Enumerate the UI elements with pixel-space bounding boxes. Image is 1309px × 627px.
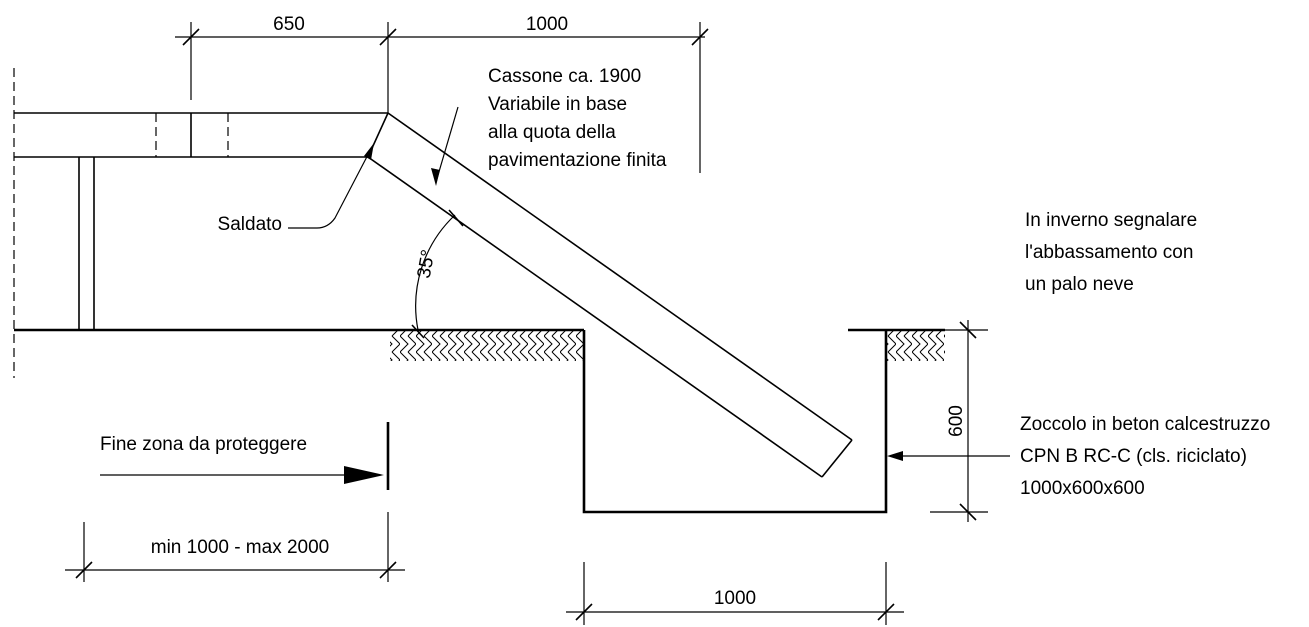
dimension-650: 650: [175, 14, 705, 113]
dimension-1000-bottom-label: 1000: [714, 588, 756, 609]
zoccolo-note: Zoccolo in beton calcestruzzo CPN B RC-C…: [1020, 414, 1270, 499]
winter-line-3: un palo neve: [1025, 274, 1134, 295]
zoccolo-line-2: CPN B RC-C (cls. riciclato): [1020, 446, 1247, 467]
dimension-600: 600: [930, 320, 988, 522]
end-zone-marker: Fine zona da proteggere: [100, 422, 390, 490]
zoccolo-line-3: 1000x600x600: [1020, 478, 1145, 499]
dimension-1000-bottom: 1000: [566, 562, 904, 625]
cassone-line-2: Variabile in base: [488, 94, 627, 115]
concrete-footing: [582, 330, 888, 514]
dimension-1000-top-label: 1000: [526, 14, 568, 35]
horizontal-beam: [14, 112, 388, 158]
angle-35-label: 35°: [414, 248, 440, 280]
cassone-line-3: alla quota della: [488, 122, 616, 143]
end-zone-label: Fine zona da proteggere: [100, 434, 307, 455]
dimension-min-max-label: min 1000 - max 2000: [151, 537, 330, 558]
soil-hatch-left: [390, 331, 583, 361]
inclined-beam: [367, 112, 853, 478]
zoccolo-line-1: Zoccolo in beton calcestruzzo: [1020, 414, 1270, 435]
winter-note: In inverno segnalare l'abbassamento con …: [1025, 210, 1197, 295]
dimension-600-label: 600: [946, 405, 967, 437]
cassone-note: Cassone ca. 1900 Variabile in base alla …: [488, 66, 667, 171]
vertical-post: [78, 157, 95, 330]
cassone-line-1: Cassone ca. 1900: [488, 66, 641, 87]
saldato-leader: Saldato: [218, 143, 374, 235]
zoccolo-leader: [887, 451, 1010, 461]
end-zone-arrowhead: [344, 466, 384, 484]
cassone-leader: [431, 106, 459, 186]
cassone-line-4: pavimentazione finita: [488, 150, 667, 171]
dimension-1000-top: 1000: [526, 14, 709, 173]
winter-line-2: l'abbassamento con: [1025, 242, 1193, 263]
dimension-650-label: 650: [273, 14, 305, 35]
winter-line-1: In inverno segnalare: [1025, 210, 1197, 231]
dimension-min-max: min 1000 - max 2000: [65, 512, 405, 582]
angle-35: 35°: [411, 209, 464, 339]
soil-hatch-right: [887, 331, 945, 361]
saldato-label: Saldato: [218, 214, 282, 235]
